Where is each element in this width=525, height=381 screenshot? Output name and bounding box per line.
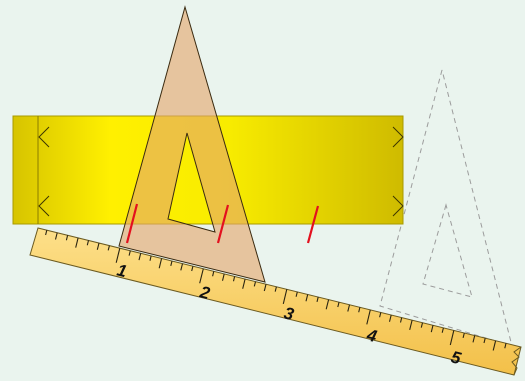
ghost-set-square-cutout — [422, 203, 473, 298]
ruler-tick — [366, 309, 371, 325]
ruler-tick — [430, 325, 434, 333]
ruler-tick — [305, 294, 309, 302]
ruler-tick — [191, 266, 194, 272]
ruler-tick — [441, 327, 444, 333]
ruler-tick — [295, 291, 298, 297]
red-mark-3 — [306, 205, 320, 244]
ruler-number-4: 4 — [364, 325, 379, 346]
chevron-icon — [392, 195, 404, 217]
ruler-tick — [149, 255, 152, 261]
ruler-tick — [492, 340, 497, 351]
ruler-tick — [358, 307, 361, 313]
ruler-tick — [232, 276, 236, 282]
ruler: 1 2 3 4 5 — [29, 227, 522, 376]
ruler-tick — [316, 296, 319, 303]
ruler-tick — [107, 245, 110, 251]
ruler-end-jag — [511, 346, 522, 376]
ruler-tick — [86, 240, 90, 246]
set-square — [118, 5, 266, 283]
ruler-tick — [282, 289, 288, 305]
ruler-tick — [420, 322, 424, 328]
ruler-tick — [504, 343, 507, 349]
ruler-tick — [65, 235, 69, 241]
ruler-tick — [221, 273, 225, 281]
ruler-tick — [253, 281, 257, 287]
ruler-tick — [115, 248, 121, 263]
ruler-tick — [263, 284, 267, 292]
ruler-tick — [54, 232, 58, 240]
ruler-tick — [409, 320, 413, 331]
chevron-icon — [38, 195, 50, 217]
red-mark-2 — [216, 204, 230, 244]
ruler-tick — [399, 317, 403, 323]
ruler-tick — [337, 302, 340, 308]
ruler-tick — [242, 278, 246, 289]
ruler-tick — [199, 268, 204, 284]
ruler-tick — [274, 286, 277, 292]
ruler-tick — [75, 237, 79, 248]
ruler-tick — [128, 250, 131, 256]
chevron-icon — [38, 126, 50, 148]
ruler-tick — [158, 258, 163, 269]
ruler-tick — [96, 242, 100, 250]
ruler-tick — [449, 330, 455, 346]
ruler-tick — [170, 260, 173, 267]
ruler-numbers: 1 2 3 4 5 — [115, 260, 463, 368]
ghost-set-square — [379, 69, 513, 347]
red-marks — [125, 203, 320, 244]
ruler-tick — [347, 304, 351, 312]
ruler-tick — [462, 332, 465, 339]
red-mark-1 — [125, 203, 139, 244]
ruler-ticks — [45, 230, 507, 351]
ruler-tick — [388, 314, 392, 322]
ruler-tick — [45, 230, 48, 236]
ruler-tick — [483, 338, 486, 344]
chevron-icon — [392, 126, 404, 148]
ruler-tick — [180, 263, 184, 271]
ruler-tick — [379, 312, 382, 318]
ruler-number-2: 2 — [197, 282, 212, 303]
ghost-set-square-outline — [379, 69, 513, 347]
ruler-number-1: 1 — [115, 260, 129, 281]
ruler-tick — [138, 253, 142, 261]
ruler-tick — [212, 271, 215, 277]
ruler-tick — [472, 335, 476, 343]
ruler-tick — [325, 299, 330, 310]
